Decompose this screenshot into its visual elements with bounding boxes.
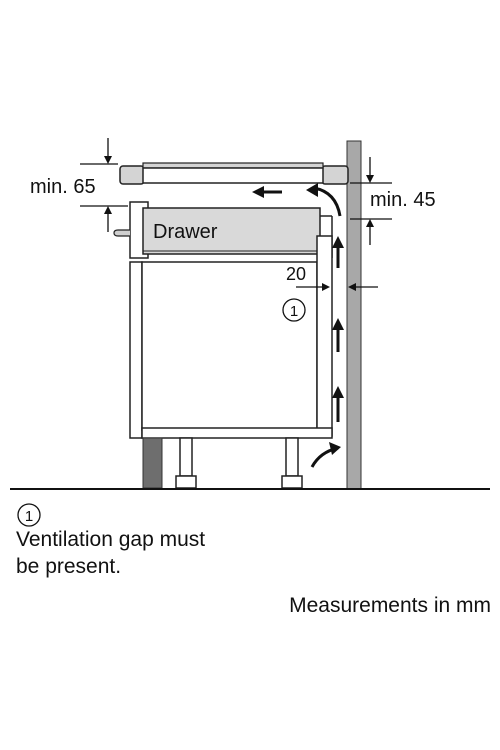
marker-circle bbox=[282, 298, 306, 322]
dimension-min65 bbox=[80, 138, 128, 232]
note-marker-circle: 1 bbox=[17, 503, 41, 527]
dimension-min45 bbox=[350, 157, 392, 245]
cabinet bbox=[129, 235, 333, 439]
note-line-2: be present. bbox=[16, 555, 122, 578]
drawer bbox=[113, 201, 333, 259]
note-marker-number: 1 bbox=[25, 508, 33, 525]
airflow-arrows bbox=[252, 183, 344, 468]
min65-label: min. 65 bbox=[30, 176, 96, 198]
ventilation-note: 1 Ventilation gap must be present. bbox=[16, 503, 206, 580]
gap-label: 20 bbox=[286, 264, 306, 284]
measurements-footer: Measurements in mm bbox=[289, 594, 491, 617]
plinth bbox=[142, 437, 163, 489]
worktop bbox=[119, 162, 349, 185]
note-line-1: Ventilation gap must bbox=[16, 528, 206, 551]
min45-label: min. 45 bbox=[370, 189, 436, 211]
marker-number: 1 bbox=[290, 303, 298, 320]
drawer-label: Drawer bbox=[153, 221, 218, 243]
cabinet-feet bbox=[175, 437, 303, 489]
wall bbox=[346, 140, 362, 490]
